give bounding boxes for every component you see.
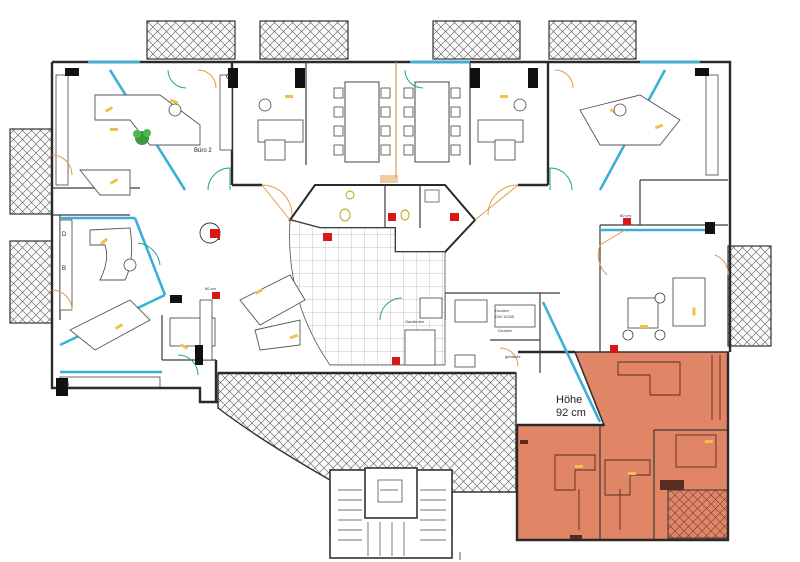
conference-chair bbox=[403, 106, 414, 118]
desk-marker bbox=[692, 307, 696, 316]
conference-chair bbox=[380, 125, 391, 137]
height-label-line2: 92 cm bbox=[556, 407, 586, 419]
desk-marker bbox=[500, 95, 508, 98]
stairwell bbox=[329, 467, 453, 559]
desk-marker bbox=[109, 178, 119, 185]
room-label-buero: Büro 2 bbox=[194, 148, 212, 154]
plant-icon bbox=[133, 129, 151, 145]
fire-extinguisher-icon bbox=[199, 222, 221, 244]
desk-marker bbox=[254, 288, 264, 295]
desk-marker bbox=[289, 333, 299, 340]
conference-chair bbox=[450, 106, 461, 118]
desk-marker bbox=[640, 325, 648, 328]
conference-chair bbox=[333, 87, 344, 99]
conference-chair bbox=[380, 106, 391, 118]
wall-cabinets bbox=[55, 74, 719, 388]
gebaeude-label: gebäude bbox=[505, 354, 521, 359]
desk-marker bbox=[575, 465, 583, 468]
highlighted-area bbox=[516, 345, 729, 541]
drucker-label: Drucker bbox=[495, 308, 510, 313]
room-labels: Büro 2 G G D B 80 cm 80 cm Drucker DIN 1… bbox=[62, 74, 632, 419]
conference-chair bbox=[403, 144, 414, 156]
doors bbox=[51, 69, 729, 376]
desk-marker bbox=[104, 106, 114, 113]
desk-marker bbox=[99, 237, 109, 246]
conference-chair bbox=[403, 87, 414, 99]
desk-marker bbox=[110, 128, 118, 131]
desk-marker bbox=[169, 98, 179, 105]
central-core bbox=[261, 62, 519, 253]
conference-chair bbox=[333, 144, 344, 156]
desk-marker bbox=[654, 123, 664, 130]
conference-chair bbox=[403, 125, 414, 137]
balcony-left bbox=[9, 128, 53, 324]
desk-marker bbox=[179, 343, 189, 350]
conference-chair bbox=[333, 125, 344, 137]
cabinet-label-d: D bbox=[62, 232, 67, 238]
conference-chair bbox=[380, 87, 391, 99]
desk-marker bbox=[628, 472, 636, 475]
drucker-spec-label: DIN 12345 bbox=[495, 314, 515, 319]
office-desks bbox=[69, 94, 713, 475]
height-label-line1: Höhe bbox=[556, 394, 582, 406]
tiled-hall bbox=[289, 219, 446, 366]
drucker-label-2: Drucker bbox=[498, 328, 513, 333]
conference-chair bbox=[333, 106, 344, 118]
cabinet-label-g-lower: G bbox=[64, 381, 69, 388]
conference-chair bbox=[450, 125, 461, 137]
conference-chair bbox=[450, 144, 461, 156]
conference-chair bbox=[380, 144, 391, 156]
cabinet-label-b: B bbox=[62, 266, 66, 272]
balcony-top-row bbox=[146, 20, 637, 60]
dimension-label: 80 cm bbox=[620, 213, 632, 218]
dimension-label-2: 80 cm bbox=[205, 286, 217, 291]
balcony-right bbox=[727, 245, 772, 347]
cabinet-label-g: G bbox=[226, 74, 231, 81]
desk-marker bbox=[114, 323, 124, 330]
conference-area bbox=[333, 81, 461, 163]
outer-walls bbox=[50, 60, 732, 542]
conference-chair bbox=[450, 87, 461, 99]
desk-marker bbox=[705, 440, 713, 443]
desk-marker bbox=[285, 95, 293, 98]
garderobe-label: Garderobe bbox=[405, 319, 425, 324]
